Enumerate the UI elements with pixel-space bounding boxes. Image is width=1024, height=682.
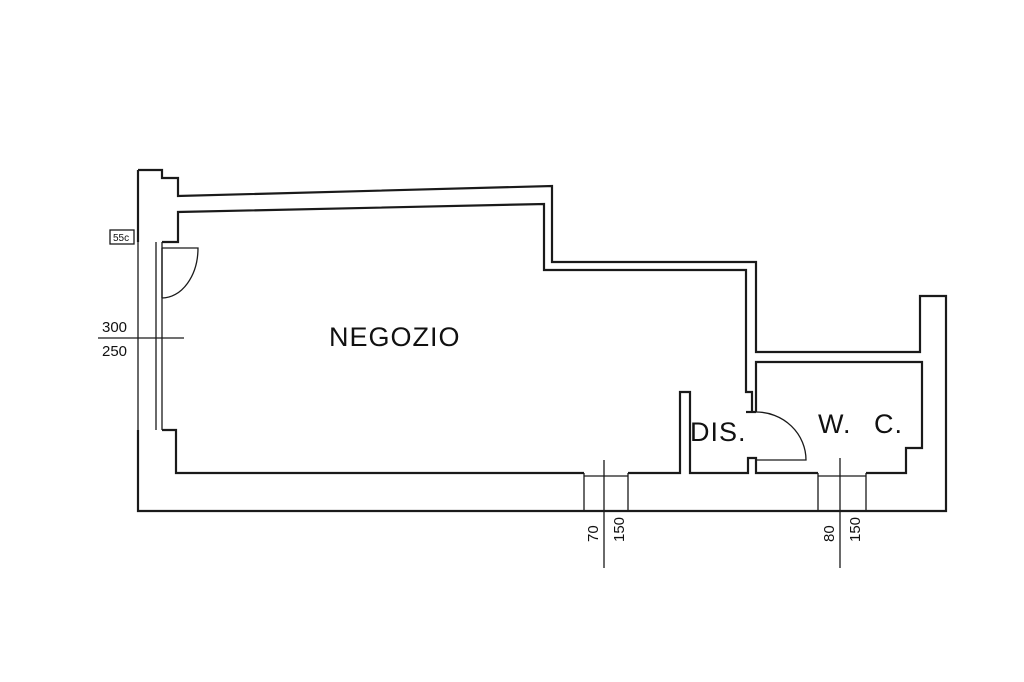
level-tag-box: [109, 229, 135, 245]
shop-lower-wall: [162, 428, 584, 475]
shop-lower-wall-right: [628, 390, 692, 475]
shop-inner-wall: [162, 202, 754, 412]
dimension-left-bottom: 250: [102, 343, 127, 360]
room-label-corridor: DIS.: [690, 417, 747, 447]
corridor-wall: [688, 398, 818, 475]
dimension-mid-b: 150: [611, 517, 628, 542]
corridor-door-swing: [755, 411, 807, 461]
level-tag: 55c: [113, 233, 129, 244]
wc-wall: [754, 360, 924, 475]
room-label-shop: NEGOZIO: [329, 322, 461, 352]
entrance-door-swing: [161, 247, 199, 299]
dimension-right-a: 80: [821, 525, 838, 542]
dimension-right-b: 150: [847, 517, 864, 542]
room-label-wc: W. C.: [818, 409, 903, 439]
outer-wall: [136, 168, 948, 513]
dimension-left-top: 300: [102, 319, 127, 336]
dimension-mid-a: 70: [585, 525, 602, 542]
